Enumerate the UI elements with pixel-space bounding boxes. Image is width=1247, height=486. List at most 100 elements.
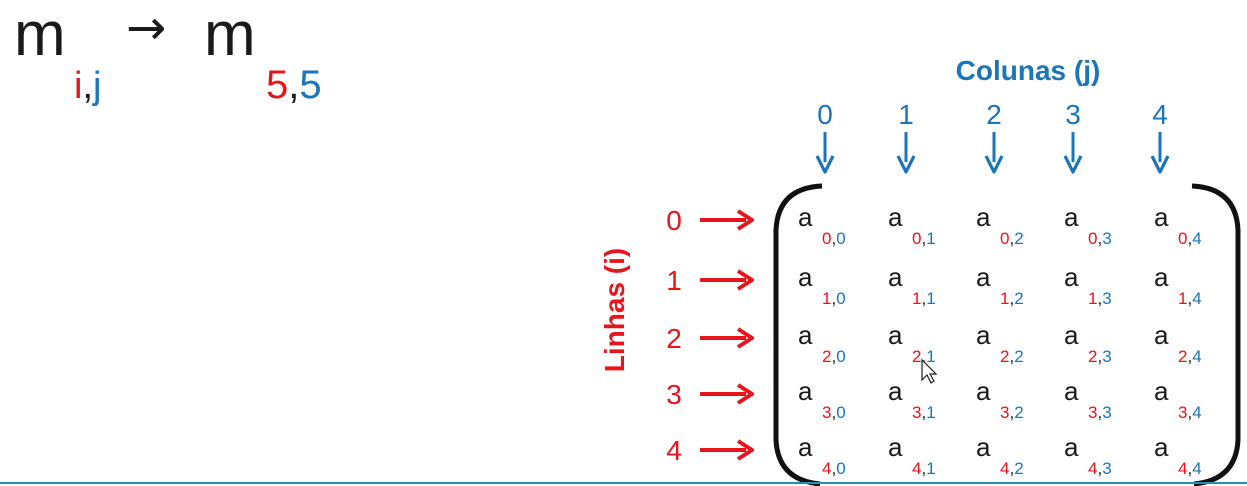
cell-row-index: 0 <box>1000 229 1009 248</box>
formula-sub-i: i <box>74 65 82 107</box>
matrix-cells: a0,0a0,1a0,2a0,3a0,4a1,0a1,1a1,2a1,3a1,4… <box>798 202 1202 478</box>
cell-col-index: 1 <box>926 347 935 366</box>
row-label: 2 <box>666 323 682 354</box>
cell-col-index: 2 <box>1014 347 1023 366</box>
row-label: 4 <box>666 435 682 466</box>
cell-comma: , <box>921 347 926 366</box>
cell-row-index: 1 <box>912 289 921 308</box>
cell-col-index: 3 <box>1102 347 1111 366</box>
matrix-bracket-right <box>1191 183 1241 486</box>
column-label: 4 <box>1152 99 1168 130</box>
row-arrow-icon <box>700 327 754 349</box>
cell-comma: , <box>1097 229 1102 248</box>
cell-col-index: 4 <box>1192 403 1201 422</box>
matrix-cell: a1,1 <box>888 262 936 308</box>
cell-element: a <box>1064 432 1079 462</box>
cell-row-index: 4 <box>1178 459 1187 478</box>
cell-comma: , <box>1097 347 1102 366</box>
cell-row-index: 1 <box>1088 289 1097 308</box>
cell-index: 3,1 <box>912 403 936 422</box>
cell-comma: , <box>921 289 926 308</box>
cell-element: a <box>976 202 991 232</box>
cell-element: a <box>976 320 991 350</box>
cell-row-index: 4 <box>1000 459 1009 478</box>
cell-element: a <box>798 432 813 462</box>
cell-row-index: 0 <box>912 229 921 248</box>
matrix-cell: a 3,3 <box>1064 376 1112 422</box>
formula: m i,j → m 5,5 <box>14 0 322 107</box>
matrix-cell: a0,4 <box>1154 202 1202 248</box>
cell-element: a <box>1154 432 1169 462</box>
cell-row-index: 2 <box>1000 347 1009 366</box>
matrix-cell: a2,2 <box>976 320 1024 366</box>
formula-sub-j: j <box>92 65 101 107</box>
cell-index: 4,2 <box>1000 459 1024 478</box>
cell-col-index: 3 <box>1102 459 1111 478</box>
cell-row-index: 4 <box>822 459 831 478</box>
cell-col-index: 4 <box>1192 347 1201 366</box>
row-arrow-icon <box>700 209 754 231</box>
formula-sub-comma: , <box>82 65 93 107</box>
cell-col-index: 2 <box>1014 403 1023 422</box>
cell-col-index: 3 <box>1102 229 1111 248</box>
cell-index: 2,0 <box>822 347 846 366</box>
cell-index: 4,1 <box>912 459 936 478</box>
cell-col-index: 0 <box>836 403 845 422</box>
matrix-cell: a3,1 <box>888 376 936 422</box>
cell-col-index: 1 <box>926 403 935 422</box>
matrix-cell: a 4,2 <box>976 432 1024 478</box>
cell-comma: , <box>1187 403 1192 422</box>
column-label: 0 <box>817 99 833 130</box>
cell-comma: , <box>1187 289 1192 308</box>
cell-row-index: 4 <box>1088 459 1097 478</box>
cell-col-index: 0 <box>836 459 845 478</box>
cell-row-index: 0 <box>822 229 831 248</box>
matrix-cell: a 4,0 <box>798 432 846 478</box>
row-arrow-icon <box>700 269 754 291</box>
matrix-cell: a1,2 <box>976 262 1024 308</box>
cell-index: 4,0 <box>822 459 846 478</box>
cell-comma: , <box>1009 347 1014 366</box>
cell-index: 0,0 <box>822 229 846 248</box>
formula-symbol-left: m <box>14 0 66 69</box>
cell-element: a <box>976 432 991 462</box>
cell-col-index: 0 <box>836 289 845 308</box>
cell-index: 1,3 <box>1088 289 1112 308</box>
formula-sub-comma-2: , <box>288 63 299 107</box>
cell-row-index: 2 <box>822 347 831 366</box>
cell-row-index: 1 <box>1000 289 1009 308</box>
cell-col-index: 1 <box>926 459 935 478</box>
cell-comma: , <box>1009 229 1014 248</box>
columns-title: Colunas (j) <box>956 55 1101 86</box>
cell-element: a <box>1064 376 1079 406</box>
formula-rows-count: 5 <box>266 63 288 107</box>
cell-element: a <box>888 432 903 462</box>
row-label: 3 <box>666 379 682 410</box>
matrix-cell: a 4,4 <box>1154 432 1202 478</box>
matrix-cell: a0,1 <box>888 202 936 248</box>
cell-comma: , <box>831 289 836 308</box>
cell-index: 0,2 <box>1000 229 1024 248</box>
cell-index: 4,3 <box>1088 459 1112 478</box>
cell-comma: , <box>1097 403 1102 422</box>
cell-row-index: 3 <box>1178 403 1187 422</box>
cell-element: a <box>798 376 813 406</box>
cell-index: 3,3 <box>1088 403 1112 422</box>
cell-index: 3,2 <box>1000 403 1024 422</box>
cell-element: a <box>888 262 903 292</box>
matrix-cell: a1,4 <box>1154 262 1202 308</box>
cell-element: a <box>1064 320 1079 350</box>
cell-index: 1,0 <box>822 289 846 308</box>
cell-index: 2,4 <box>1178 347 1202 366</box>
matrix-cell: a1,3 <box>1064 262 1112 308</box>
cell-comma: , <box>921 229 926 248</box>
cell-element: a <box>1154 202 1169 232</box>
cell-index: 4,4 <box>1178 459 1202 478</box>
cell-col-index: 0 <box>836 347 845 366</box>
cell-element: a <box>1154 262 1169 292</box>
cell-col-index: 3 <box>1102 403 1111 422</box>
cell-comma: , <box>1009 459 1014 478</box>
rows-title: Linhas (i) <box>599 248 630 372</box>
cell-col-index: 1 <box>926 229 935 248</box>
